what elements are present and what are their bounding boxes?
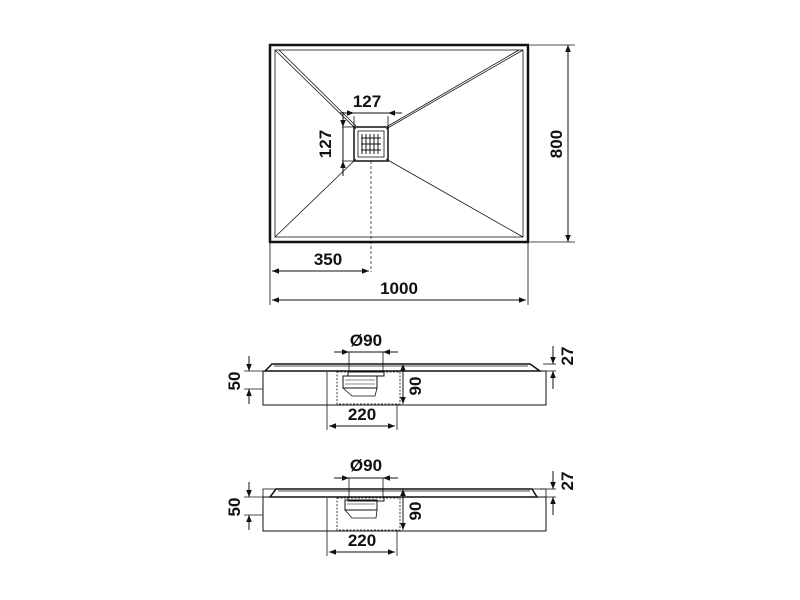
- dim-label-drain-depth-a: 90: [406, 377, 425, 396]
- plan-view: 127 127 800 350 1000: [268, 43, 575, 305]
- section-view-b: Ø90 27 50 90 220: [225, 456, 577, 556]
- dim-total-width: 1000: [272, 242, 529, 305]
- dim-drain-depth-b: 90: [400, 489, 425, 530]
- dim-pipe-diameter-a: Ø90: [334, 331, 398, 372]
- dim-label-tray-thickness-b: 27: [558, 472, 577, 491]
- dim-drain-width: 127: [340, 92, 402, 127]
- tray-inner-outline: [274, 49, 524, 238]
- dim-pipe-diameter-b: Ø90: [334, 456, 398, 497]
- dim-screed-height-b: 50: [225, 482, 263, 530]
- dim-label-pipe-diameter-a: Ø90: [350, 331, 382, 350]
- concrete-screed: [262, 496, 547, 532]
- dim-tray-thickness-a: 27: [543, 346, 577, 389]
- dim-label-total-height: 800: [547, 130, 566, 158]
- drain-grate: [353, 126, 389, 162]
- dim-label-drain-width: 127: [353, 92, 381, 111]
- dim-cutout-width-b: 220: [326, 498, 398, 556]
- dim-label-total-width: 1000: [380, 279, 418, 298]
- section-view-a: Ø90 27 50 90 220: [225, 331, 577, 430]
- tray-plate: [268, 488, 539, 498]
- dim-label-screed-height-a: 50: [225, 372, 244, 391]
- dim-drain-offset: 350: [269, 242, 369, 305]
- dim-label-drain-depth-b: 90: [406, 502, 425, 521]
- dim-label-tray-thickness-a: 27: [558, 347, 577, 366]
- drain-body: [336, 371, 401, 405]
- dim-label-cutout-width-a: 220: [348, 405, 376, 424]
- dim-tray-thickness-b: 27: [540, 471, 577, 515]
- concrete-screed: [262, 370, 547, 406]
- dim-label-cutout-width-b: 220: [348, 531, 376, 550]
- dim-total-height: 800: [530, 44, 575, 243]
- dim-label-drain-offset: 350: [314, 250, 342, 269]
- dim-label-drain-height: 127: [316, 130, 335, 158]
- dim-screed-height-a: 50: [225, 356, 263, 404]
- tray-plate: [263, 363, 543, 372]
- dim-drain-height: 127: [316, 112, 354, 176]
- tray-outline: [268, 43, 530, 244]
- dim-label-pipe-diameter-b: Ø90: [350, 456, 382, 475]
- slope-lines: [274, 49, 524, 238]
- screed-edge: [262, 488, 547, 498]
- dim-drain-depth-a: 90: [400, 364, 425, 404]
- drain-body: [336, 496, 401, 531]
- dim-label-screed-height-b: 50: [225, 498, 244, 517]
- dim-cutout-width-a: 220: [326, 372, 398, 430]
